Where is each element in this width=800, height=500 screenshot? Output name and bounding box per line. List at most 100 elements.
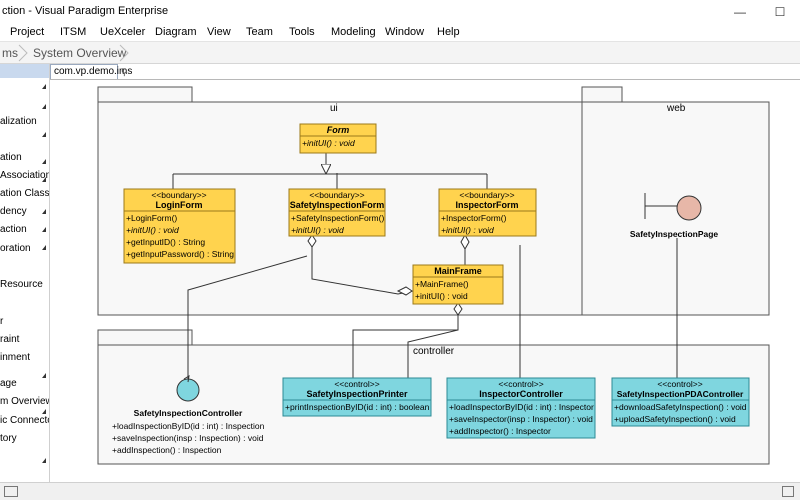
class-safetyinspectionform[interactable]: <<boundary>> SafetyInspectionForm +Safet… — [288, 188, 386, 237]
class-stereotype: <<boundary>> — [309, 190, 364, 200]
class-inspectorcontroller[interactable]: <<control>> InspectorController +loadIns… — [446, 377, 596, 439]
class-operation: +InspectorForm() — [441, 213, 507, 223]
package-tab — [581, 86, 623, 103]
class-stereotype: <<control>> — [334, 379, 379, 389]
package-tab — [97, 329, 193, 346]
toolbar-item-association-class[interactable]: ation Class — [0, 188, 50, 199]
expand-icon[interactable] — [42, 245, 46, 250]
notification-icon[interactable] — [782, 486, 794, 497]
class-name: InspectorForm — [455, 200, 518, 210]
aggregation-diamond — [453, 302, 463, 316]
diagram-toolbar: alization ation Association ation Class … — [0, 64, 50, 482]
toolbar-item-abstraction[interactable]: action — [0, 224, 27, 235]
minimize-button[interactable]: — — [734, 5, 746, 19]
toolbar-item-factory[interactable]: tory — [0, 433, 17, 444]
control-operation: +saveInspection(insp : Inspection) : voi… — [112, 433, 264, 443]
control-circle-icon — [176, 378, 200, 402]
menu-modeling[interactable]: Modeling — [331, 26, 376, 38]
expand-icon[interactable] — [42, 104, 46, 109]
class-box — [282, 377, 432, 417]
package-body — [581, 101, 770, 316]
expand-icon[interactable] — [42, 132, 46, 137]
expand-icon[interactable] — [42, 409, 46, 414]
boundary-circle-icon — [676, 195, 702, 221]
expand-icon[interactable] — [42, 209, 46, 214]
chevron-right-icon — [18, 44, 28, 62]
toolbar-item-resource[interactable]: Resource — [0, 279, 43, 290]
class-operation: +printInspectionByID(id : int) : boolean — [285, 402, 430, 412]
expand-icon[interactable] — [42, 227, 46, 232]
menu-project[interactable]: Project — [10, 26, 45, 38]
class-operation: +initUI() : void — [291, 225, 344, 235]
scroll-up-icon[interactable] — [42, 84, 46, 89]
expand-icon[interactable] — [42, 159, 46, 164]
package-tab — [97, 86, 193, 103]
menu-view[interactable]: View — [207, 26, 231, 38]
toolbar-item-package[interactable]: age — [0, 378, 17, 389]
title-bar: ction - Visual Paradigm Enterprise — ☐ — [0, 0, 800, 24]
toolbar-item-generalization[interactable]: alization — [0, 116, 37, 127]
menu-window[interactable]: Window — [385, 26, 425, 38]
menu-tools[interactable]: Tools — [289, 26, 315, 38]
tab-search-icon[interactable]: ⚲ — [121, 67, 128, 77]
toolbar-item-containment[interactable]: inment — [0, 352, 31, 363]
class-name: Form — [327, 125, 350, 135]
class-form[interactable]: Form +initUI() : void — [299, 123, 377, 154]
menu-bar: Project ITSM UeXceler Diagram View Team … — [0, 24, 800, 42]
toolbar-item-association[interactable]: Association — [0, 170, 50, 181]
class-box — [288, 188, 386, 237]
maximize-button[interactable]: ☐ — [774, 5, 786, 19]
toolbar-item-collaboration[interactable]: oration — [0, 243, 31, 254]
diamonds — [307, 233, 470, 316]
package-ui-label: ui — [330, 103, 338, 114]
expand-icon[interactable] — [42, 458, 46, 463]
class-box — [446, 377, 596, 439]
message-icon[interactable] — [4, 486, 18, 497]
breadcrumb-item-diagrams[interactable]: ms — [2, 46, 18, 60]
diagram-canvas[interactable]: ui web controller — [50, 79, 800, 482]
control-safetyinspectioncontroller[interactable]: SafetyInspectionController +loadInspecti… — [112, 375, 265, 455]
toolbar-item-realization[interactable]: ation — [0, 152, 22, 163]
expand-icon[interactable] — [42, 373, 46, 378]
expand-icon[interactable] — [42, 177, 46, 182]
class-operation: +getInputPassword() : String — [126, 249, 234, 259]
boundary-name: SafetyInspectionPage — [630, 229, 719, 239]
chevron-right-icon — [119, 44, 129, 62]
menu-team[interactable]: Team — [246, 26, 273, 38]
aggregation-line[interactable] — [187, 255, 308, 400]
menu-itsm[interactable]: ITSM — [60, 26, 87, 38]
menu-help[interactable]: Help — [437, 26, 460, 38]
class-operation: +loadInspectorByID(id : int) : Inspector — [449, 402, 594, 412]
class-operation: +downloadSafetyInspection() : void — [614, 402, 747, 412]
menu-diagram[interactable]: Diagram — [155, 26, 197, 38]
toolbar-item-user[interactable]: r — [0, 316, 4, 327]
breadcrumb-item-system-overview[interactable]: System Overview — [33, 46, 127, 60]
class-safetyinspectionpdacontroller[interactable]: <<control>> SafetyInspectionPDAControlle… — [611, 377, 750, 427]
class-safetyinspectionprinter[interactable]: <<control>> SafetyInspectionPrinter +pri… — [282, 377, 432, 417]
class-loginform[interactable]: <<boundary>> LoginForm +LoginForm() +ini… — [123, 188, 236, 264]
toolbar-item-diagram-overview[interactable]: m Overview — [0, 396, 50, 407]
class-operation: +SafetyInspectionForm() — [291, 213, 384, 223]
boundary-safetyinspectionpage[interactable]: SafetyInspectionPage — [630, 193, 719, 239]
class-mainframe[interactable]: MainFrame +MainFrame() +initUI() : void — [412, 264, 504, 305]
class-operation: +uploadSafetyInspection() : void — [614, 414, 736, 424]
class-stereotype: <<boundary>> — [151, 190, 206, 200]
tab-com-vp-demo-ims[interactable]: com.vp.demo.ims — [50, 64, 132, 79]
control-operation: +addInspection() : Inspection — [112, 445, 222, 455]
class-name: SafetyInspectionForm — [290, 200, 385, 210]
toolbar-item-generic-connector[interactable]: ic Connector — [0, 415, 49, 426]
class-name: MainFrame — [434, 266, 482, 276]
class-inspectorform[interactable]: <<boundary>> InspectorForm +InspectorFor… — [438, 188, 537, 237]
menu-uexceler[interactable]: UeXceler — [100, 26, 146, 38]
toolbar-header[interactable] — [0, 64, 49, 78]
package-controller-label: controller — [413, 346, 455, 357]
aggregation-line[interactable] — [407, 314, 459, 378]
class-operation: +initUI() : void — [126, 225, 179, 235]
control-arrow-icon — [183, 375, 190, 383]
toolbar-item-constraint[interactable]: raint — [0, 334, 20, 345]
aggregation-diamond — [460, 233, 470, 251]
toolbar-item-dependency[interactable]: dency — [0, 206, 27, 217]
package-web[interactable]: web — [581, 86, 770, 316]
class-operation: +saveInspector(insp : Inspector) : void — [449, 414, 593, 424]
class-box — [123, 188, 236, 264]
